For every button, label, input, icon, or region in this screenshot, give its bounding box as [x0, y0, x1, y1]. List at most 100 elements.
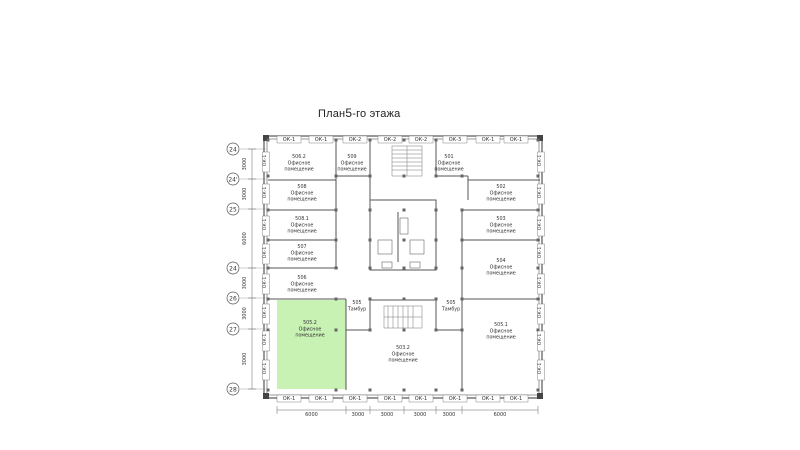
window-label: ОК-1	[510, 396, 522, 402]
window-label: ОК-1	[537, 277, 543, 289]
window-label: ОК-1	[262, 187, 268, 199]
window-label: ОК-1	[537, 363, 543, 375]
window	[475, 135, 501, 144]
room-509-type: Офисное	[341, 161, 364, 167]
window	[342, 394, 368, 403]
dimension-label: 3000	[242, 307, 248, 320]
window-label: ОК-1	[537, 219, 543, 231]
column	[460, 297, 464, 301]
room-504-type: Офисное	[490, 265, 513, 271]
tambour-number: 505	[446, 300, 455, 306]
window-label: ОК-3	[449, 137, 461, 143]
column	[368, 297, 372, 301]
staircase-top	[391, 145, 423, 177]
window	[342, 135, 368, 144]
window-label: ОК-2	[384, 137, 396, 143]
dimension-label: 6000	[242, 232, 248, 245]
column	[402, 266, 406, 270]
axis-label: 27	[229, 326, 237, 333]
column	[334, 388, 338, 392]
plan-title: План5-го этажа	[318, 106, 401, 120]
room-509-type-2: помещение	[337, 168, 366, 173]
window	[262, 183, 270, 205]
tambour-label: Тамбур	[441, 307, 460, 313]
column	[368, 328, 372, 332]
column	[460, 328, 464, 332]
room-503-type-2: помещение	[486, 230, 515, 235]
column	[460, 388, 464, 392]
axis-bubble	[226, 202, 240, 216]
title-suffix: -го этажа	[352, 108, 401, 120]
window-label: ОК-1	[262, 247, 268, 259]
room-507-type: Офисное	[291, 251, 314, 257]
room-505-1-type: Офисное	[490, 329, 513, 335]
title-prefix: План	[318, 108, 346, 120]
column	[434, 238, 438, 242]
column	[460, 174, 464, 178]
room-505-2-number: 505.2	[303, 320, 317, 326]
room-508-1-type-2: помещение	[287, 230, 316, 235]
room-labels: 506.2Офисноепомещение509Офисноепомещение…	[284, 154, 515, 364]
window	[377, 135, 403, 144]
window	[537, 330, 545, 352]
column	[266, 297, 270, 301]
window	[308, 394, 334, 403]
window-label: ОК-1	[262, 155, 268, 167]
column	[402, 297, 406, 301]
dimension-label: 3000	[242, 188, 248, 201]
window-label: ОК-1	[510, 137, 522, 143]
window	[262, 359, 270, 381]
column	[266, 208, 270, 212]
room-506-2-type: Офисное	[288, 161, 311, 167]
room-504-type-2: помещение	[486, 272, 515, 277]
window	[276, 135, 302, 144]
room-505-2-type-2: помещение	[295, 334, 324, 339]
room-503-number: 503	[496, 216, 505, 222]
window	[537, 243, 545, 265]
room-503-2-number: 503.2	[396, 345, 410, 351]
room-505-2-type: Офисное	[299, 327, 322, 333]
column	[460, 266, 464, 270]
column	[334, 238, 338, 242]
dimension-label: 3000	[381, 412, 394, 418]
column	[434, 208, 438, 212]
column	[536, 174, 540, 178]
selected-room-fill[interactable]	[277, 300, 346, 389]
column	[368, 388, 372, 392]
dimension-label: 6000	[494, 412, 507, 418]
room-501-type-2: помещение	[434, 168, 463, 173]
window-label: ОК-1	[315, 396, 327, 402]
column	[266, 138, 270, 142]
window-label: ОК-1	[315, 137, 327, 143]
window	[537, 151, 545, 173]
column	[402, 174, 406, 178]
window-label: ОК-1	[283, 137, 295, 143]
staircase-bottom	[383, 305, 423, 329]
tambour-number: 505	[352, 300, 361, 306]
column	[368, 174, 372, 178]
window	[537, 303, 545, 325]
room-508-type: Офисное	[291, 191, 314, 197]
window	[503, 135, 529, 144]
windows-right: ОК-1ОК-1ОК-1ОК-1ОК-1ОК-1ОК-1ОК-1	[537, 151, 545, 381]
window-label: ОК-1	[537, 307, 543, 319]
room-502-number: 502	[496, 184, 505, 190]
room-503-type: Офисное	[490, 223, 513, 229]
room-508-number: 508	[297, 184, 306, 190]
window-label: ОК-1	[482, 137, 494, 143]
room-502-type: Офисное	[490, 191, 513, 197]
window	[408, 135, 434, 144]
room-502-type-2: помещение	[486, 198, 515, 203]
column	[266, 238, 270, 242]
room-505-1-type-2: помещение	[486, 336, 515, 341]
structural-columns	[266, 138, 540, 392]
window-label: ОК-1	[537, 155, 543, 167]
axis-bubble	[226, 291, 240, 305]
window	[537, 215, 545, 237]
window-label: ОК-1	[262, 277, 268, 289]
room-501-number: 501	[444, 154, 453, 160]
column	[536, 138, 540, 142]
